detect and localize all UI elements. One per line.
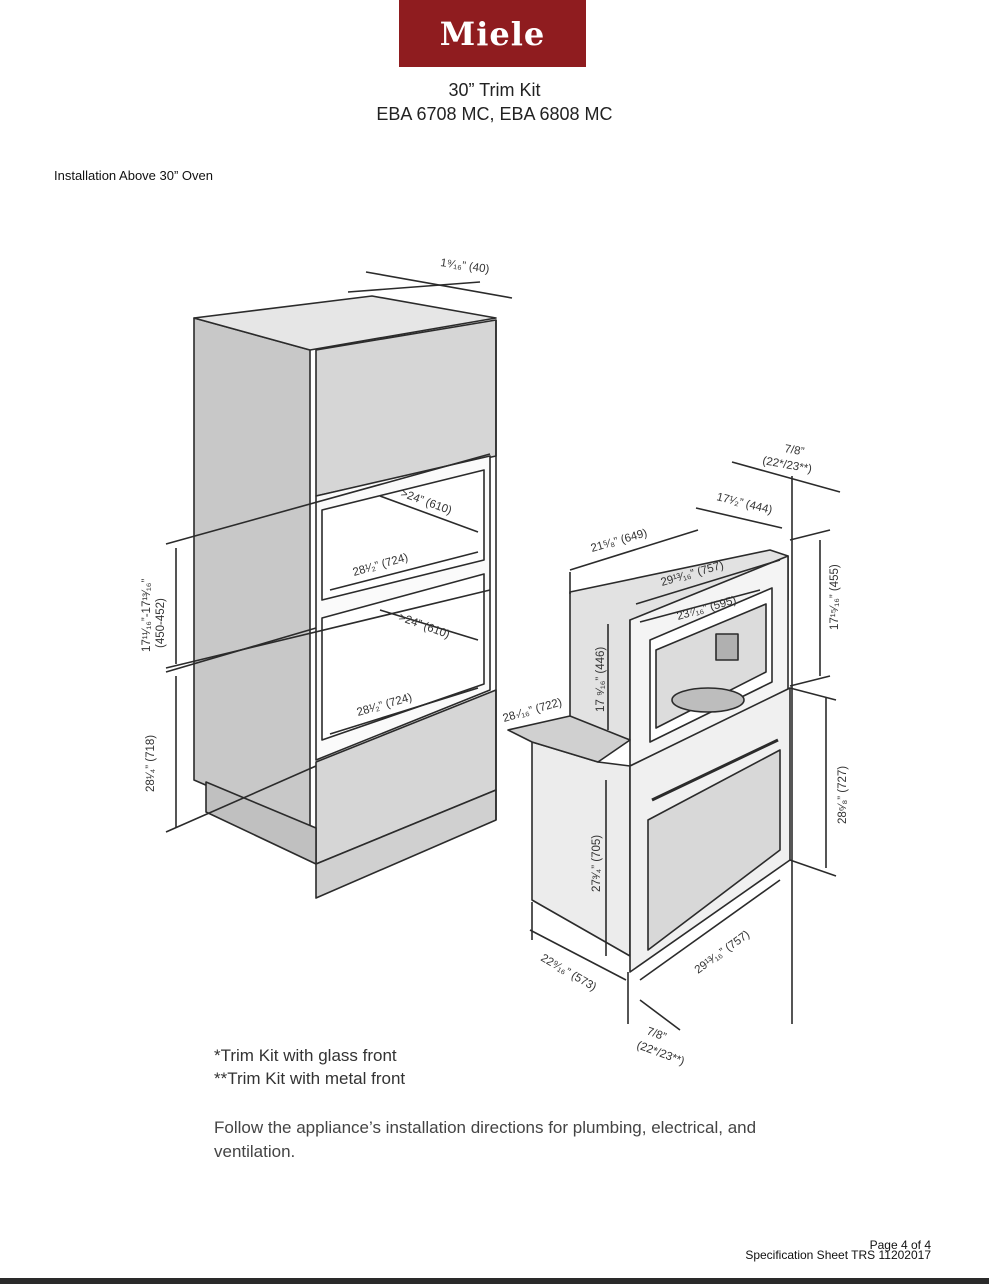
dim-oven-body-height: 27³⁄₄” (705) bbox=[591, 835, 603, 892]
oven-window bbox=[647, 749, 781, 951]
oven-handle bbox=[651, 738, 779, 802]
bottom-rule bbox=[0, 1278, 989, 1284]
document-title: 30” Trim Kit bbox=[448, 80, 541, 100]
section-heading: Installation Above 30” Oven bbox=[54, 168, 213, 183]
cabinet-side-panel bbox=[193, 317, 311, 831]
dim-trim-height: 17¹⁵⁄₁₆” (455) bbox=[829, 564, 841, 630]
dim-appliance-height: 17 ⁹⁄₁₆” (446) bbox=[595, 647, 607, 712]
dim-oven-front-height: 28⁶⁄₈” (727) bbox=[837, 766, 849, 824]
depth-arrow-upper bbox=[379, 495, 479, 533]
dim-trim-side-top: 7/8” bbox=[783, 443, 805, 458]
cabinet-top bbox=[193, 295, 497, 351]
width-arrow-upper bbox=[329, 551, 479, 591]
oven-depth-arrow bbox=[529, 929, 627, 981]
dim-niche-height: 17¹¹⁄₁₆”-17¹³⁄₁₆” bbox=[141, 579, 153, 652]
width-arrow-lower bbox=[329, 687, 479, 735]
dim-oven-depth: 22⁹⁄₁₆” (573) bbox=[539, 952, 599, 993]
depth-arrow-lower bbox=[379, 609, 479, 641]
miele-logo: Miele bbox=[399, 0, 586, 67]
logo-text: Miele bbox=[439, 14, 546, 53]
note-glass-front: *Trim Kit with glass front bbox=[214, 1046, 397, 1065]
document-model-numbers: EBA 6708 MC, EBA 6808 MC bbox=[376, 104, 613, 124]
dim-cabinet-oven-height: 28¹⁄₄” (718) bbox=[145, 735, 157, 792]
spec-sheet-id: Specification Sheet TRS 11202017 bbox=[745, 1248, 931, 1262]
page-number: Page 4 of 4 bbox=[869, 1238, 931, 1252]
oven-width-arrow bbox=[639, 879, 781, 981]
upper-niche-opening bbox=[321, 469, 485, 601]
installation-instructions: Follow the appliance’s installation dire… bbox=[214, 1118, 757, 1161]
oven-side bbox=[531, 741, 631, 957]
dim-appliance-depth: 17¹⁄₂” (444) bbox=[715, 491, 773, 516]
trim-width-arrow bbox=[635, 559, 781, 605]
dim-trim-side-bottom-mm: (22*/23**) bbox=[635, 1040, 686, 1068]
appliance-depth-arrow bbox=[695, 507, 783, 529]
coffee-spout bbox=[715, 633, 739, 661]
note-metal-front: **Trim Kit with metal front bbox=[214, 1069, 406, 1088]
dim-niche-height-mm: (450-452) bbox=[155, 598, 167, 648]
appliance-width-arrow bbox=[639, 589, 761, 623]
dim-trim-side-bottom: 7/8” bbox=[645, 1026, 668, 1044]
cabinet-shelf-top bbox=[507, 715, 631, 763]
trim-side-top-leader bbox=[731, 461, 841, 493]
lower-niche-opening bbox=[321, 573, 485, 741]
trim-side-bottom-leader bbox=[639, 999, 681, 1031]
dim-top-depth: 1⁹⁄₁₆” (40) bbox=[440, 257, 491, 276]
dim-appliance-total-depth: 21⁵⁄₈” (649) bbox=[590, 527, 649, 555]
drip-tray bbox=[671, 687, 745, 713]
